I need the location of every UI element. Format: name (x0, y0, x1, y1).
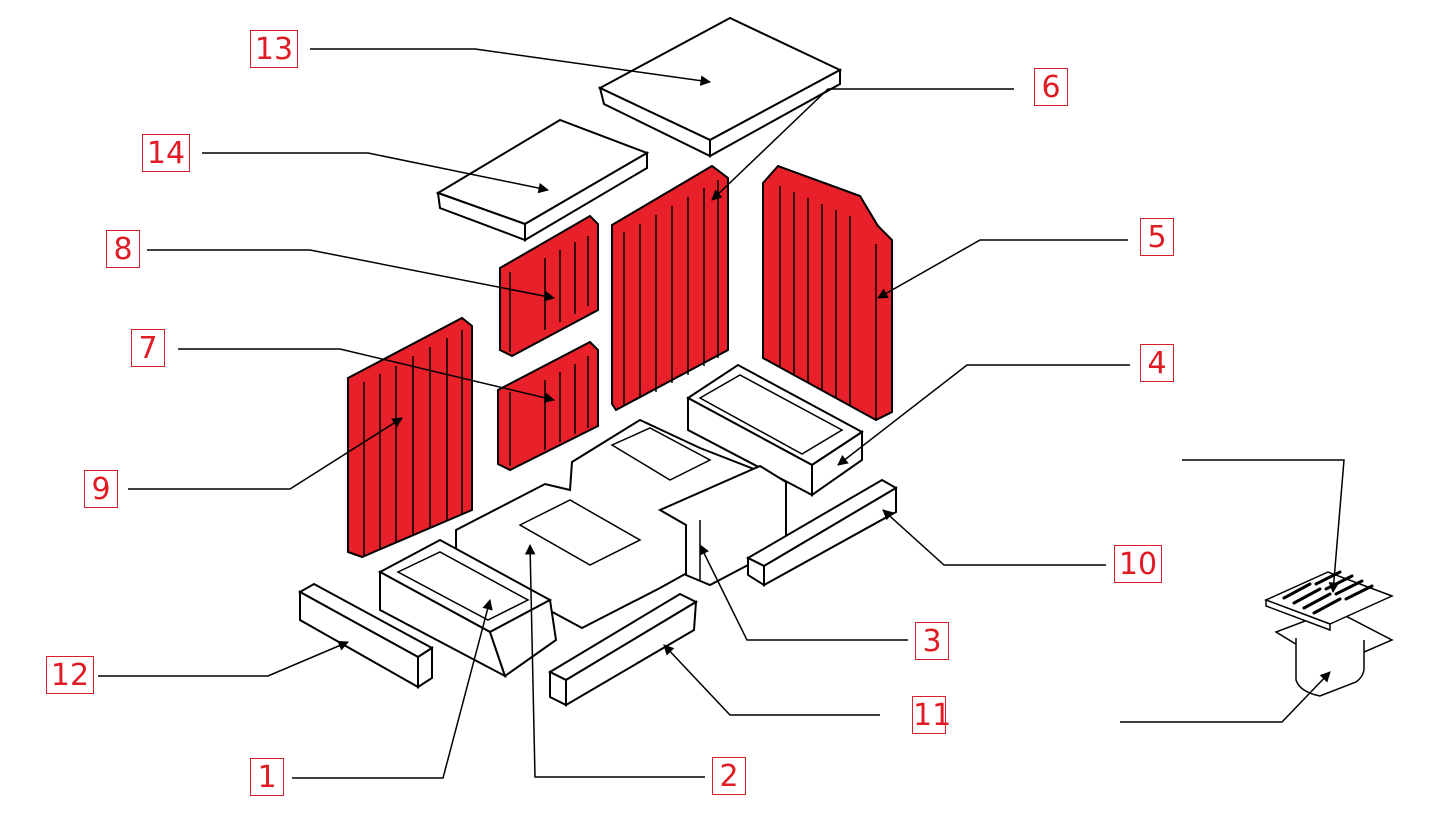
part-7-side-panel[interactable] (497, 340, 599, 472)
part-14-top-plate[interactable] (435, 118, 650, 242)
part-9-side-wall[interactable] (347, 316, 473, 559)
leader-13 (310, 48, 712, 86)
label-7: 7 (131, 329, 165, 367)
part-5-side-wall[interactable] (762, 164, 893, 422)
label-6: 6 (1034, 68, 1068, 106)
label-5: 5 (1140, 218, 1174, 256)
label-8: 8 (106, 230, 140, 268)
part-6-back-wall[interactable] (611, 164, 729, 412)
label-3: 3 (915, 622, 949, 660)
part-10-bar[interactable] (745, 478, 898, 587)
leader-1 (292, 598, 493, 779)
label-9: 9 (84, 470, 118, 508)
label-2: 2 (712, 757, 746, 795)
leader-8 (147, 249, 556, 302)
part-4-base-brick[interactable] (686, 363, 864, 497)
part-1-base-brick[interactable] (377, 538, 558, 679)
leader-9 (128, 417, 403, 490)
leader-6 (711, 88, 1014, 201)
leader-7 (178, 348, 556, 403)
leader-lines (98, 48, 1345, 779)
part-2-base-brick[interactable] (455, 418, 783, 630)
label-11: 11 (912, 696, 952, 734)
leader-4 (837, 364, 1130, 466)
label-4: 4 (1140, 344, 1174, 382)
leader-14 (202, 152, 550, 194)
label-1: 1 (250, 758, 284, 796)
grate-assembly[interactable] (1264, 570, 1394, 697)
label-12: 12 (46, 656, 94, 694)
part-13-top-plate[interactable] (597, 16, 843, 158)
leader-grate-top (1182, 459, 1345, 594)
part-12-bar[interactable] (297, 582, 434, 689)
leader-3 (699, 544, 908, 641)
leader-11 (663, 644, 880, 716)
label-10: 10 (1114, 545, 1162, 583)
part-11-bar[interactable] (547, 592, 699, 707)
leader-12 (98, 640, 349, 677)
leader-2 (524, 543, 705, 778)
label-14: 14 (142, 134, 190, 172)
leader-10 (882, 509, 1106, 566)
leader-grate-bottom (1120, 671, 1331, 723)
leader-5 (877, 239, 1128, 299)
label-13: 13 (250, 30, 298, 68)
